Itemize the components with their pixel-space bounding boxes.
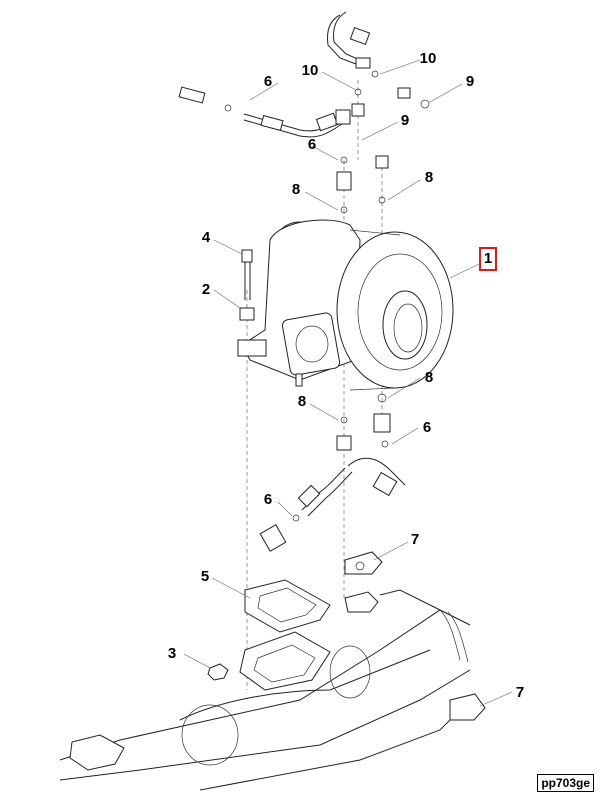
- callout-6-upper-center[interactable]: 6: [307, 136, 317, 153]
- callout-8-mid-left[interactable]: 8: [297, 393, 307, 410]
- callout-7-upper[interactable]: 7: [410, 531, 420, 548]
- callout-3[interactable]: 3: [167, 645, 177, 662]
- callout-2[interactable]: 2: [201, 281, 211, 298]
- figure-id-label: pp703ge: [537, 774, 594, 792]
- callout-5[interactable]: 5: [200, 568, 210, 585]
- leader-lines: [183, 59, 513, 707]
- callout-6-right[interactable]: 6: [422, 419, 432, 436]
- gasket-upper: [344, 551, 383, 575]
- mounting-nut: [207, 663, 229, 681]
- callout-8-mid-right[interactable]: 8: [424, 369, 434, 386]
- callout-7-lower[interactable]: 7: [515, 684, 525, 701]
- callout-4[interactable]: 4: [201, 229, 211, 246]
- bolt-and-spacer: [239, 249, 255, 321]
- exhaust-manifold: [59, 589, 486, 791]
- oil-feed-line-top: [327, 11, 379, 78]
- callout-8-upper-right[interactable]: 8: [424, 169, 434, 186]
- callout-9-center[interactable]: 9: [400, 112, 410, 129]
- gasket-mounting: [244, 579, 331, 633]
- callout-6-lower[interactable]: 6: [263, 491, 273, 508]
- fittings-upper: [336, 87, 430, 214]
- callout-10-left[interactable]: 10: [301, 62, 319, 79]
- callout-8-upper-left[interactable]: 8: [291, 181, 301, 198]
- fittings-lower: [336, 393, 391, 451]
- oil-drain-line: [259, 457, 406, 552]
- callout-1[interactable]: 1: [479, 247, 497, 271]
- callout-9-right[interactable]: 9: [465, 73, 475, 90]
- callout-6-upper-left[interactable]: 6: [263, 73, 273, 90]
- callout-10-right[interactable]: 10: [419, 50, 437, 67]
- oil-line-upper-left: [178, 86, 351, 138]
- turbocharger: [237, 219, 454, 391]
